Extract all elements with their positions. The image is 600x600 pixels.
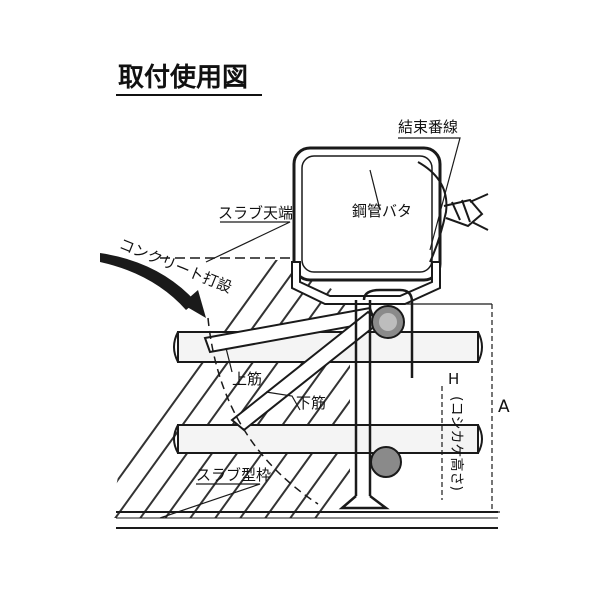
- dimension-a: [480, 304, 500, 513]
- dimension-a-label: A: [498, 397, 510, 417]
- slab-top-label: スラブ天端: [218, 204, 293, 222]
- dimension-h-note: (コシカケ高さ): [448, 396, 465, 491]
- upper-rebar-label: 上筋: [232, 370, 262, 388]
- concrete-pour-arrowhead: [182, 290, 206, 318]
- spacer-chair: [338, 288, 414, 510]
- spacer-brace: [203, 306, 382, 432]
- leader-lines: [159, 137, 461, 519]
- tie-wire-label: 結束番線: [398, 118, 458, 136]
- diagram-title: 取付使用図: [118, 63, 248, 93]
- batten-saddle: [291, 261, 441, 305]
- steel-pipe-batten-label: 鋼管バタ: [352, 202, 412, 220]
- steel-pipe-batten: [292, 146, 442, 282]
- upper-rebar-section-inner: [379, 313, 397, 331]
- lower-rebar-section: [370, 446, 402, 478]
- tie-wire: [417, 161, 489, 263]
- lower-rebar-label: 下筋: [296, 394, 326, 412]
- concrete-pour-path: [207, 317, 319, 505]
- slab-formwork-plank: [116, 511, 498, 529]
- concrete-pour-arrow: [100, 253, 196, 310]
- dimension-h-label: H: [448, 370, 459, 388]
- lower-rebar: [173, 424, 483, 454]
- slab-hatching: [110, 260, 350, 518]
- slab-formwork-label: スラブ型枠: [196, 466, 271, 484]
- dimension-h: [400, 303, 492, 500]
